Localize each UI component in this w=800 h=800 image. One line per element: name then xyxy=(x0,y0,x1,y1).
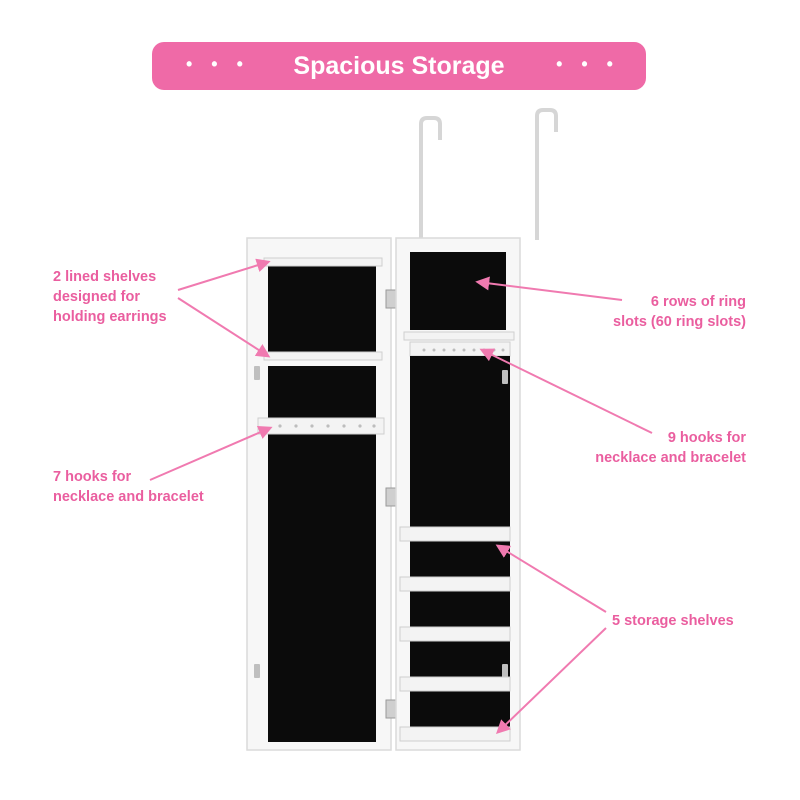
arrow-earring-top xyxy=(177,258,271,291)
banner-dots-right: • • • xyxy=(556,54,620,74)
storage-shelf-2 xyxy=(399,576,511,592)
storage-shelf-1 xyxy=(399,526,511,542)
door-hook-left xyxy=(419,116,442,240)
hinge-2 xyxy=(385,487,397,507)
callout-left-hooks: 7 hooks for necklace and bracelet xyxy=(53,469,204,505)
earring-shelf-bottom xyxy=(263,351,383,361)
handle-left-bottom xyxy=(254,664,260,678)
callout-earring-shelves: 2 lined shelves designed for holding ear… xyxy=(53,269,167,325)
title-banner: • • • Spacious Storage • • • xyxy=(152,42,646,90)
left-door xyxy=(246,237,397,751)
arrow-earring-bottom xyxy=(177,297,271,358)
hinge-1 xyxy=(385,289,397,309)
arrow-shelves-bottom xyxy=(495,627,607,734)
banner-title: Spacious Storage xyxy=(293,52,505,80)
storage-shelf-3 xyxy=(399,626,511,642)
arrow-ring-slots xyxy=(475,276,623,301)
door-hook-right xyxy=(535,108,558,240)
arrow-right-hooks xyxy=(479,348,653,434)
callout-right-hooks: 9 hooks for necklace and bracelet xyxy=(595,430,746,466)
right-cabinet xyxy=(395,237,521,751)
banner-dots-left: • • • xyxy=(186,54,250,74)
earring-shelf-top xyxy=(263,257,383,267)
arrow-left-hooks xyxy=(149,426,273,481)
storage-shelf-4 xyxy=(399,676,511,692)
callout-ring-slots: 6 rows of ring slots (60 ring slots) xyxy=(613,294,746,330)
arrow-shelves-top xyxy=(495,544,607,613)
storage-shelf-5 xyxy=(399,726,511,742)
ring-slot-panel xyxy=(410,252,506,330)
hinge-3 xyxy=(385,699,397,719)
hook-rail-left xyxy=(257,417,385,435)
callout-storage-shelves: 5 storage shelves xyxy=(612,613,734,629)
handle-left-top xyxy=(254,366,260,380)
